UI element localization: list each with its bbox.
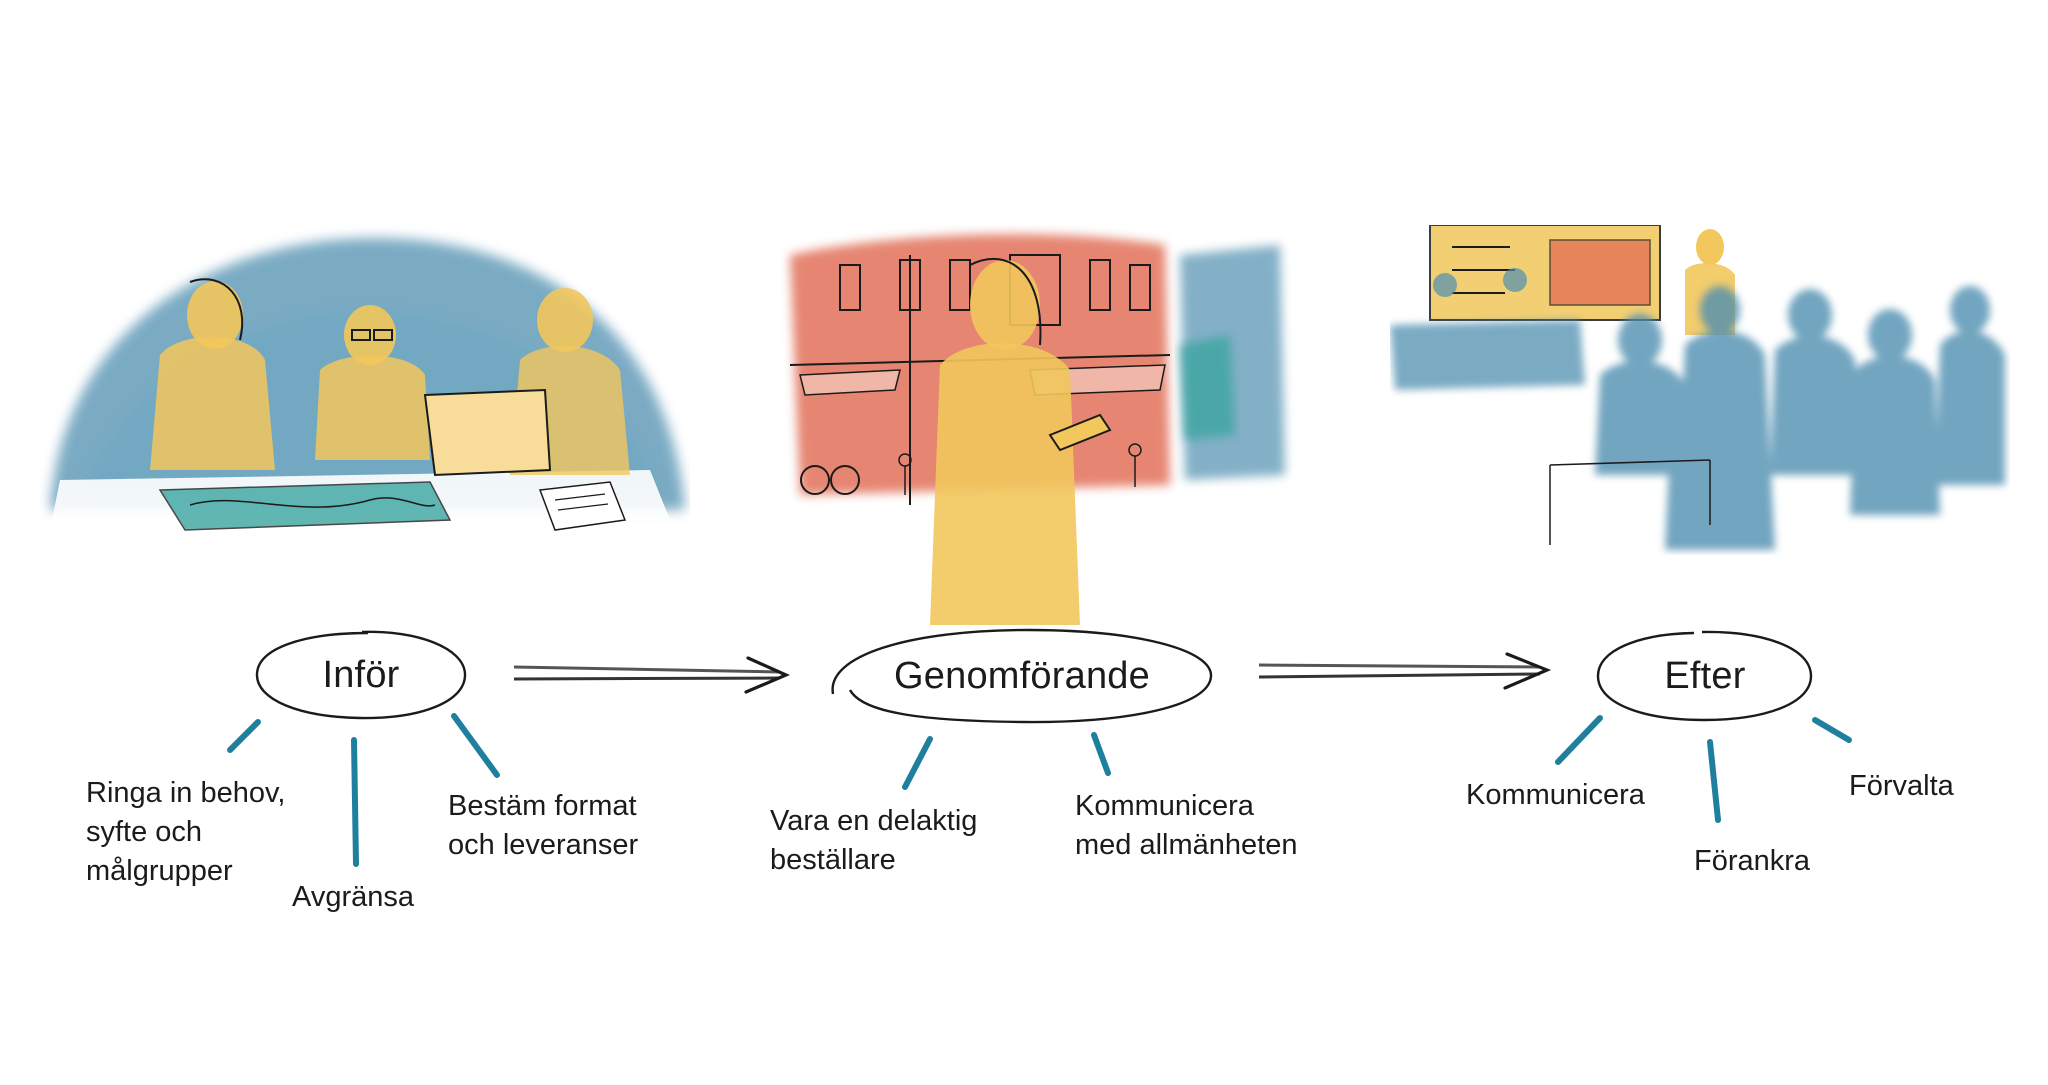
item-vara-delaktig: Vara en delaktig beställare xyxy=(770,805,978,876)
item-forvalta: Förvalta xyxy=(1849,770,1954,802)
presentation-audience-scene-icon xyxy=(1390,225,2010,555)
item-forankra: Förankra xyxy=(1694,845,1811,877)
item-avgransa: Avgränsa xyxy=(292,881,414,913)
phase-efter: Efter xyxy=(1594,628,1816,724)
oval-outline xyxy=(255,630,467,720)
item-kommunicera-allmanheten: Kommunicera med allmänheten xyxy=(1075,790,1298,861)
item-bestam-format: Bestäm format och leveranser xyxy=(448,790,639,861)
item-ringa-in-behov: Ringa in behov, syfte och målgrupper xyxy=(86,777,286,887)
phase-infor: Inför xyxy=(252,628,470,722)
oval-outline xyxy=(1596,630,1813,722)
street-view-scene-icon xyxy=(780,225,1300,625)
meeting-table-scene-icon xyxy=(40,220,690,540)
item-kommunicera: Kommunicera xyxy=(1466,779,1645,811)
phase-genomforande: Genomförande xyxy=(828,626,1216,726)
oval-outline xyxy=(831,628,1213,724)
phase-label: Efter xyxy=(1664,654,1746,697)
arrow-right-icon xyxy=(1258,652,1552,690)
arrow-right-icon xyxy=(513,656,791,694)
phase-label: Inför xyxy=(322,653,400,696)
phase-label: Genomförande xyxy=(894,654,1150,697)
